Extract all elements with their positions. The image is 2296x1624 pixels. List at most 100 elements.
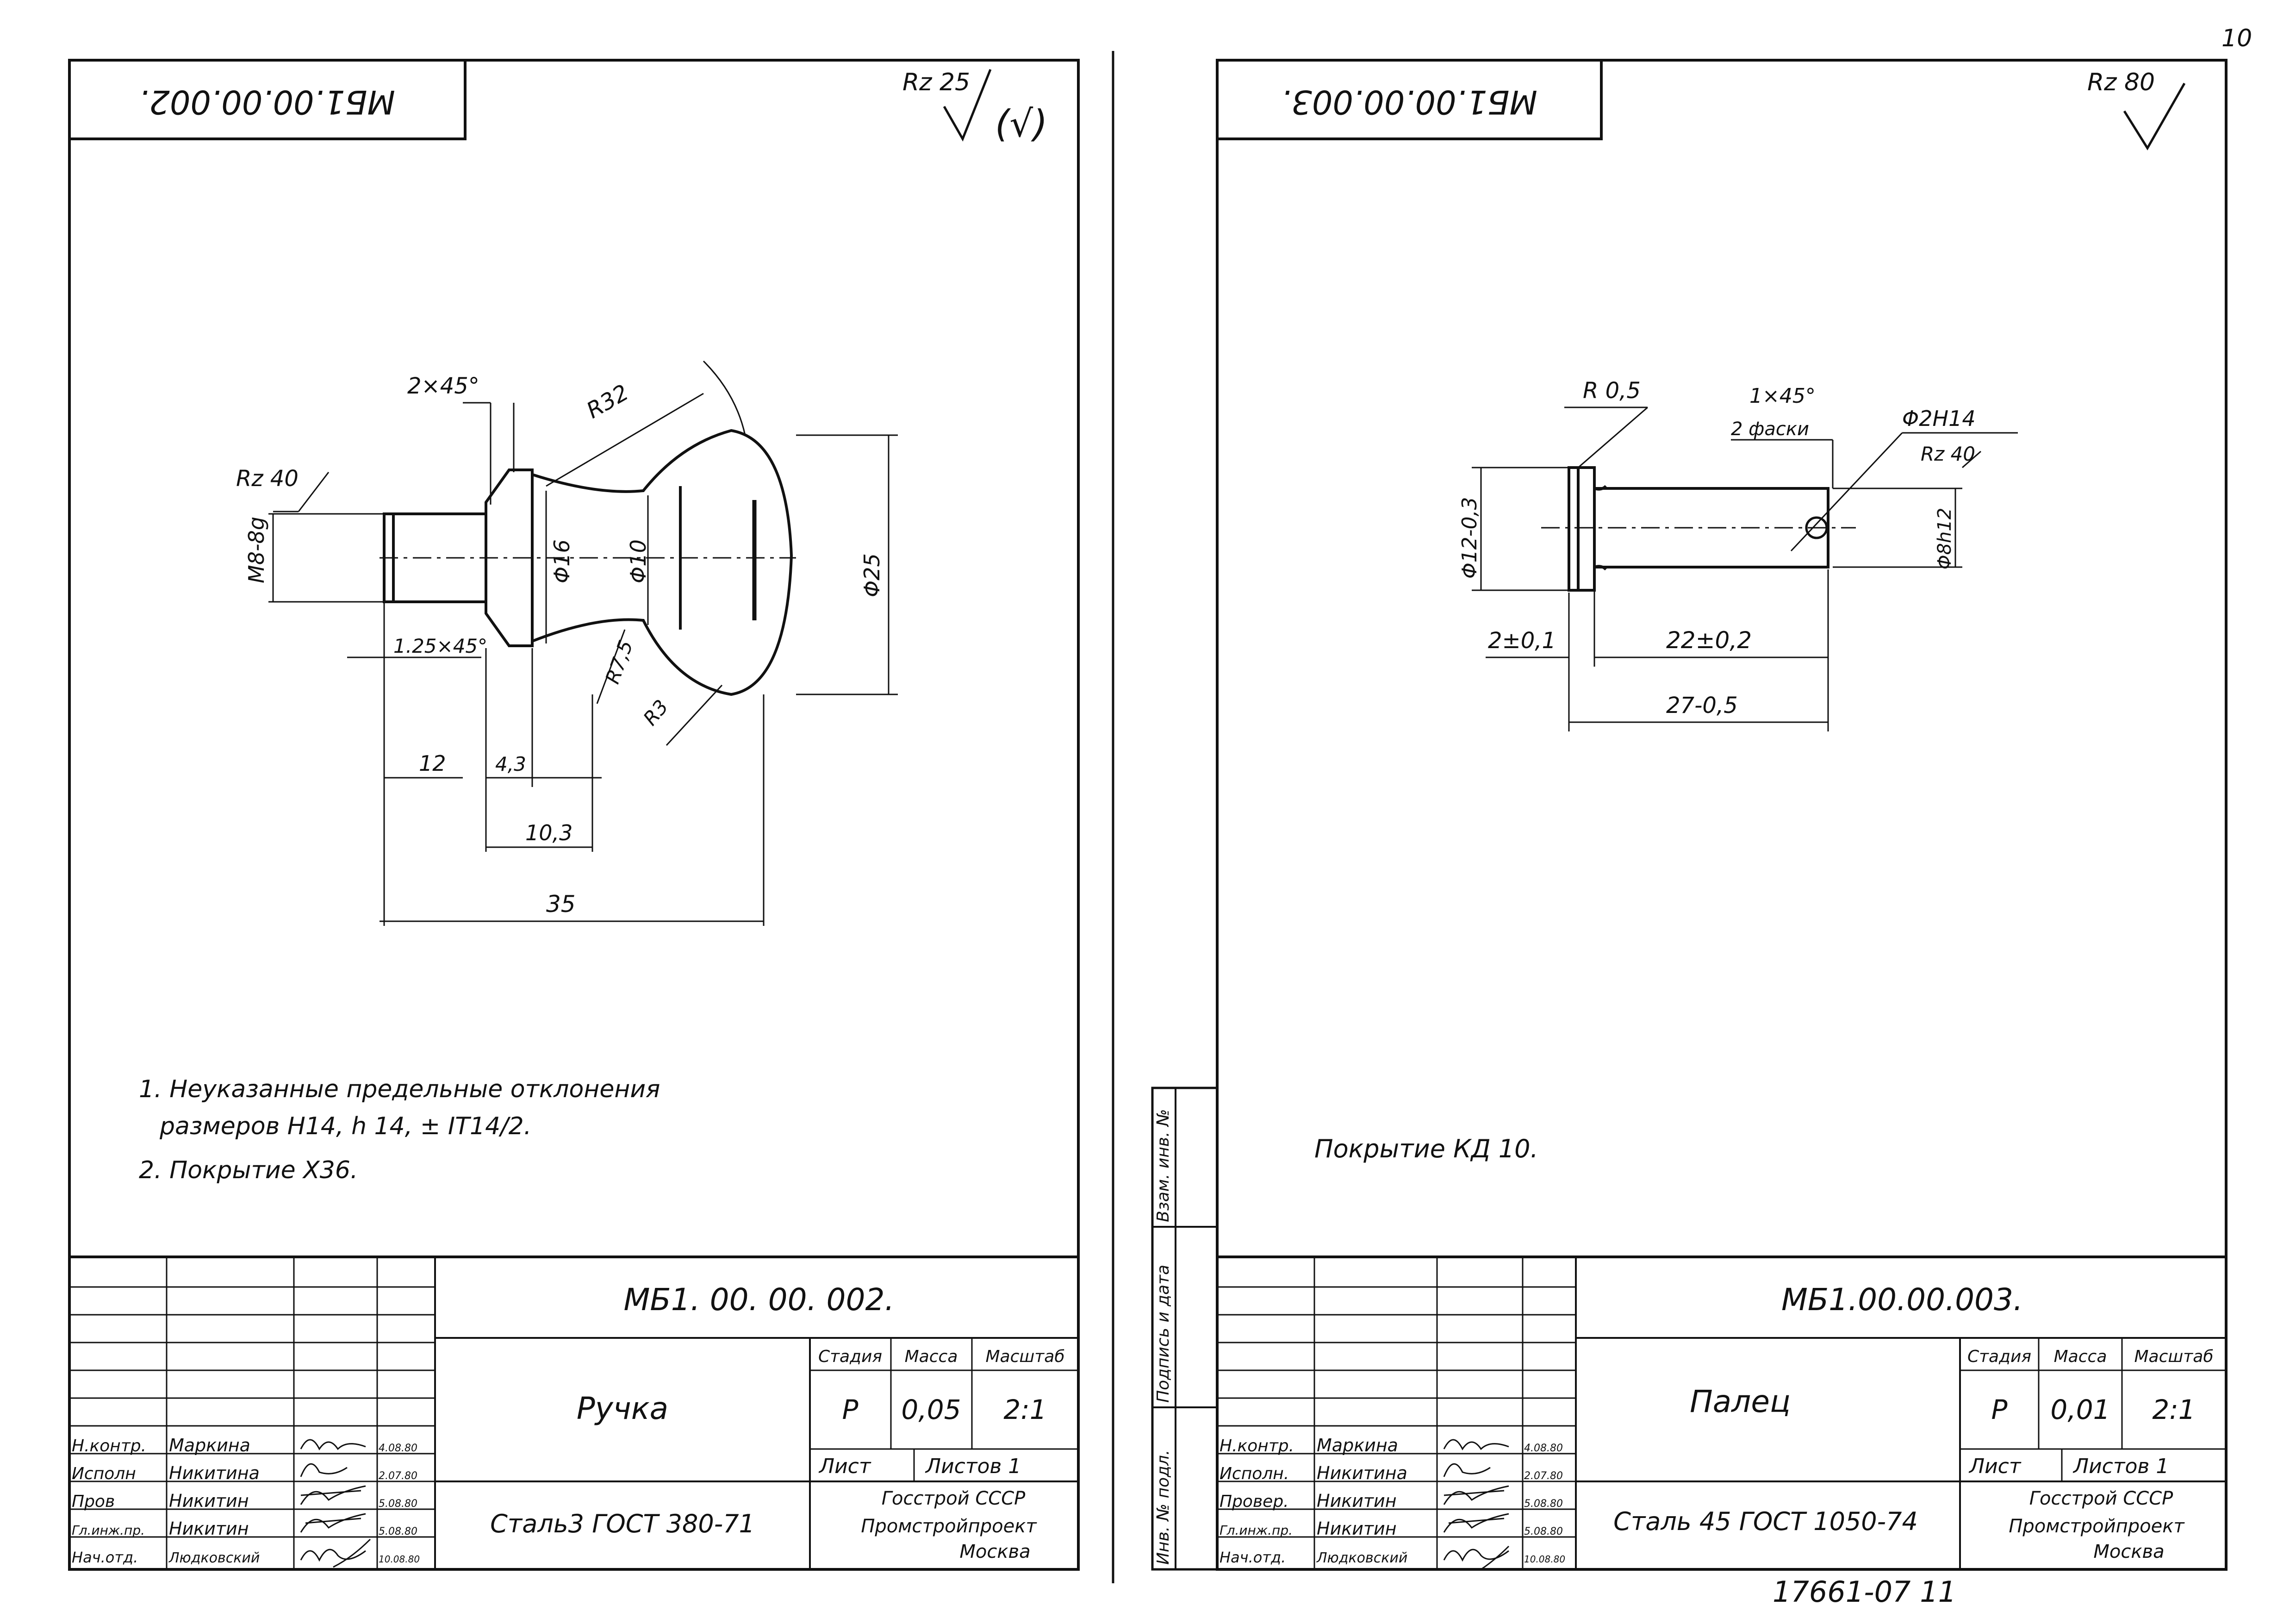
left-org-1: Госстрой СССР [882, 1488, 1026, 1509]
right-part-drawing [1472, 406, 2018, 731]
left-mass: 0,05 [901, 1394, 961, 1425]
dim-dia10: Φ10 [626, 539, 651, 583]
dim-radius-75: R7,5 [601, 637, 637, 687]
right-name-5: Людковский [1316, 1550, 1407, 1566]
left-material: Сталь3 ГОСТ 380-71 [490, 1509, 755, 1538]
left-role-3: Пров [72, 1492, 115, 1511]
right-roughness-label: Rz 80 [2087, 69, 2155, 96]
dim-dia12: Φ12-0,3 [1458, 497, 1481, 579]
right-designation: МБ1.00.00.003. [1781, 1282, 2023, 1318]
left-stage: Р [842, 1394, 859, 1425]
left-sheet-label: Лист [818, 1455, 871, 1478]
right-side-label-3: Взам. инв. № [1154, 1109, 1173, 1222]
left-roughness-suffix: (√) [995, 102, 1047, 145]
left-date-4: 5.08.80 [379, 1526, 417, 1537]
sheet-right: Инв. № подл. Подпись и дата Взам. инв. №… [1151, 59, 2228, 1609]
left-header-mass: Масса [905, 1347, 958, 1366]
dim-len-35: 35 [546, 891, 576, 918]
left-name-2: Никитина [169, 1463, 260, 1483]
right-title-block [1216, 1255, 2228, 1571]
dim-radius-big: R32 [582, 380, 633, 424]
right-scale: 2:1 [2152, 1394, 2195, 1425]
dim-len-22: 22±0,2 [1666, 627, 1752, 654]
right-org-3: Москва [2093, 1541, 2164, 1562]
right-code-stamp: МБ1.00.00.003. [1281, 83, 1537, 121]
left-date-5: 10.08.80 [379, 1554, 420, 1565]
left-note-2: 2. Покрытие Х36. [139, 1156, 358, 1184]
left-sheets-label: Листов 1 [925, 1455, 1021, 1478]
left-part-name: Ручка [577, 1391, 668, 1426]
right-sheets-label: Листов 1 [2072, 1455, 2169, 1478]
right-date-2: 2.07.80 [1524, 1470, 1563, 1482]
right-mass: 0,01 [2050, 1394, 2110, 1425]
right-role-4: Гл.инж.пр. [1220, 1523, 1293, 1538]
right-side-label-2: Подпись и дата [1154, 1265, 1173, 1403]
dim-dia8: Φ8h12 [1934, 508, 1955, 569]
right-header-stage: Стадия [1967, 1347, 2031, 1366]
right-role-2: Исполн. [1220, 1464, 1289, 1483]
left-org-3: Москва [959, 1541, 1030, 1562]
right-role-1: Н.контр. [1220, 1437, 1294, 1455]
left-date-2: 2.07.80 [379, 1470, 417, 1482]
left-role-4: Гл.инж.пр. [72, 1523, 145, 1538]
right-material: Сталь 45 ГОСТ 1050-74 [1613, 1507, 1918, 1536]
right-date-3: 5.08.80 [1524, 1498, 1563, 1510]
dim-len-27: 27-0,5 [1666, 693, 1738, 718]
left-note-1b: размеров H14, h 14, ± IT14/2. [159, 1112, 531, 1140]
right-role-5: Нач.отд. [1220, 1549, 1286, 1566]
dim-radius-3: R3 [639, 695, 672, 730]
right-date-1: 4.08.80 [1524, 1443, 1563, 1454]
dim-chamfer-top: 2×45° [407, 373, 479, 399]
right-note-1: Покрытие КД 10. [1314, 1134, 1538, 1163]
left-name-4: Никитин [169, 1518, 249, 1539]
dim-radius-05: R 0,5 [1583, 378, 1641, 404]
dim-chamfer-thread: 1.25×45° [393, 635, 487, 657]
right-name-2: Никитина [1317, 1463, 1407, 1483]
left-name-1: Маркина [169, 1435, 250, 1455]
left-date-1: 4.08.80 [379, 1443, 417, 1454]
dim-dia16: Φ16 [549, 539, 574, 583]
dim-thread-rough: Rz 40 [236, 466, 299, 492]
right-signatures [1443, 1439, 1510, 1570]
left-role-2: Исполн [72, 1464, 136, 1483]
left-roughness-label: Rz 25 [902, 69, 970, 96]
dim-len-43: 4,3 [495, 753, 526, 775]
left-header-stage: Стадия [818, 1347, 882, 1366]
right-header-mass: Масса [2054, 1347, 2107, 1366]
left-name-3: Никитин [169, 1491, 249, 1511]
left-note-1: 1. Неуказанные предельные отклонения [139, 1075, 660, 1103]
left-date-3: 5.08.80 [379, 1498, 417, 1510]
left-role-5: Нач.отд. [72, 1549, 138, 1566]
dim-hole-rough: Rz 40 [1921, 443, 1975, 465]
right-org-2: Промстройпроект [2009, 1516, 2185, 1537]
right-side-label-1: Инв. № подл. [1154, 1450, 1173, 1565]
right-date-5: 10.08.80 [1524, 1554, 1565, 1565]
left-header-scale: Масштаб [985, 1347, 1064, 1366]
dim-chamfer-note: 2 фаски [1731, 418, 1809, 440]
left-scale: 2:1 [1003, 1394, 1046, 1425]
page-number: 10 [2221, 25, 2252, 52]
right-org-1: Госстрой СССР [2029, 1488, 2173, 1509]
dim-thread: M8-8g [244, 517, 269, 583]
right-name-3: Никитин [1317, 1491, 1397, 1511]
left-role-1: Н.контр. [72, 1437, 146, 1455]
dim-len-2: 2±0,1 [1488, 628, 1556, 654]
dim-chamfer: 1×45° [1749, 384, 1816, 408]
left-designation: МБ1. 00. 00. 002. [623, 1282, 894, 1318]
sheet-left: МБ1.00.00.002. Rz 25 (√) [68, 59, 1080, 1571]
left-signatures [300, 1439, 371, 1568]
right-date-4: 5.08.80 [1524, 1526, 1563, 1537]
dim-hole: Φ2H14 [1902, 406, 1976, 431]
right-role-3: Провер. [1220, 1492, 1289, 1511]
dim-len-103: 10,3 [525, 820, 572, 845]
left-code-stamp: МБ1.00.00.002. [139, 83, 395, 121]
right-name-4: Никитин [1317, 1518, 1397, 1539]
left-org-2: Промстройпроект [861, 1516, 1037, 1537]
right-sheet-label: Лист [1968, 1455, 2022, 1478]
right-part-name: Палец [1690, 1384, 1791, 1419]
dim-len-12: 12 [419, 751, 446, 776]
left-part-drawing [268, 360, 898, 926]
footer-code: 17661-07 11 [1773, 1575, 1956, 1609]
left-title-block [68, 1255, 1080, 1571]
left-name-5: Людковский [168, 1550, 260, 1566]
